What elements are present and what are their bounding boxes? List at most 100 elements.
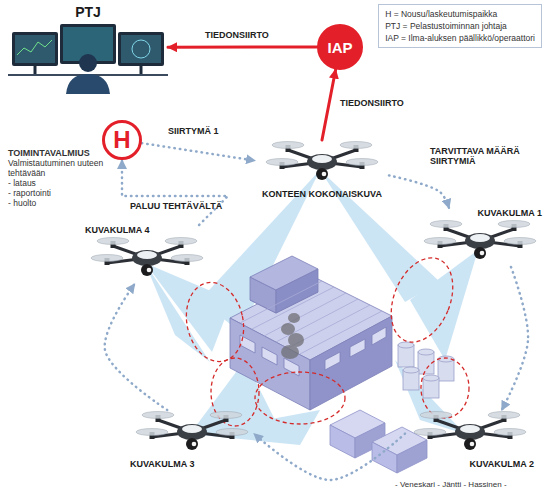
drone-label: KUVAKULMA 1 [418,208,542,218]
screen-graph [17,40,52,55]
flight-path-arrow [142,143,255,161]
landing-pad: H [102,120,142,160]
rotor-disc [142,412,174,419]
view-cone [145,263,210,362]
tank-top [423,375,439,381]
view-area [179,277,250,367]
drone-icon [412,410,528,458]
drone-body [455,424,485,440]
drone-body [465,233,495,249]
rotor-disc [488,412,520,419]
tank-top [418,349,434,355]
drone-icon [134,410,250,458]
drone-shell [312,155,332,163]
smoke-puff [288,333,304,347]
rotor-disc [216,429,248,436]
monitor-stand [34,66,37,74]
drone-camera [464,438,476,450]
building-wall [230,318,310,410]
rotor-disc [210,412,242,419]
rotor-disc [272,142,304,149]
drone-label: KUVAKULMA 4 [85,225,209,235]
roof-ridge [240,281,322,323]
drone: KUVAKULMA 2 [405,410,534,469]
note-text: - huolto [8,198,108,208]
circle-shape [104,122,141,159]
operator-workstation [8,24,168,94]
edge-label: TIEDONSIIRTO [205,30,269,40]
note-text: Valmistautuminen uuteen tehtävään [8,158,108,178]
view-cone [410,250,478,360]
flight-path-arrow [502,267,528,410]
tanks [398,342,454,398]
drone-camera [316,168,328,180]
view-cone [190,410,320,445]
drone-shell [137,251,157,259]
view-cones [145,170,478,445]
drone: KUVAKULMA 4 [85,225,209,284]
edge-label: SIIRTYMÄ 1 [168,126,219,136]
edge-label: PALUU TEHTÄVÄLTÄ [130,201,222,211]
data-link-arrow [168,46,317,49]
truck-side [397,440,427,473]
camera-lens [322,172,327,177]
rotor-disc [136,429,168,436]
credit-text: - Veneskari - Jäntti - Hassinen - [395,480,507,489]
smoke-puff [288,313,300,323]
drone-icon [89,236,205,284]
drone-figure [424,221,536,260]
tank-top [403,367,419,373]
camera-lens [469,442,474,447]
drone-label: KUVAKULMA 2 [405,459,534,469]
rotor-disc [266,159,298,166]
window [262,347,277,365]
roof-ridge [276,299,358,342]
view-area [421,358,469,418]
rotor-disc [424,238,456,245]
flight-path-arrow [389,175,449,208]
legend-text: H = Nousu/laskeutumispaikka [385,9,497,19]
rotor-disc [165,238,197,245]
operator-circle: IAP [317,24,363,70]
rotor-disc [504,238,536,245]
drone-body [177,424,207,440]
flight-path-arrow [122,160,228,225]
screen [15,35,55,63]
view-areas [179,249,469,426]
rotor-disc [414,429,446,436]
drone: KUVAKULMA 3 [130,410,254,469]
roof-ridge [300,311,382,354]
screen-radar [132,40,150,58]
rotor-disc [171,255,203,262]
drone-figure [266,142,378,181]
rotor-disc [91,255,123,262]
note-text: - raportointi [8,188,108,198]
smoke [281,313,304,359]
operator-station: PTJ [8,4,168,96]
edge-label: TIEDONSIIRTO [340,98,404,108]
drone-figure [91,238,203,277]
note-text: - lataus [8,178,108,188]
building [230,256,392,410]
window [372,327,386,345]
roof-ridge [264,293,346,336]
drone-shell [460,425,480,433]
circle-shape [319,26,362,69]
drone-camera [141,264,153,276]
monitor [12,32,58,66]
rotor-disc [420,412,452,419]
truck-side [330,425,355,458]
camera-lens [192,442,197,447]
drone-icon [264,140,380,188]
legend-row: H = Nousu/laskeutumispaikka [385,8,535,20]
data-link-arrow [322,70,336,140]
windows [240,327,386,376]
drone-label: KUVAKULMA 3 [130,459,254,469]
smoke-puff [281,345,299,359]
screen [121,35,161,63]
drone-label: KONTEEN KOKONAISKUVA [255,189,389,199]
rotor-disc [498,221,530,228]
edge-label: TARVITTAVA MÄÄRÄ SIIRTYMIÄ [430,146,530,166]
